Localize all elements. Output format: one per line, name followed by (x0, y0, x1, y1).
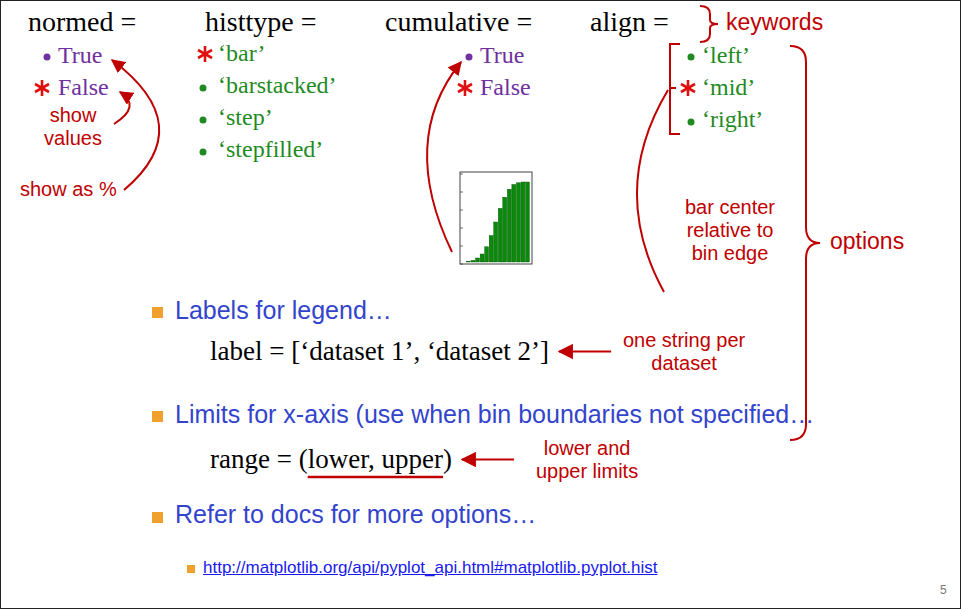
option-value: ‘mid’ (702, 74, 755, 102)
histogram-bar (498, 208, 502, 262)
values-curve (114, 92, 130, 124)
bullet (200, 85, 207, 92)
annotation: one string per dataset (619, 329, 749, 375)
code-line: label = [‘dataset 1’, ‘dataset 2’] (210, 336, 549, 367)
bullet (200, 117, 207, 124)
annotation: show as % (20, 178, 117, 201)
code-line: range = (lower, upper) (210, 444, 452, 475)
annotation: show values (36, 104, 110, 150)
histogram-bar (480, 254, 484, 262)
keyword: cumulative = (385, 6, 532, 38)
option-value: ‘bar’ (218, 40, 266, 68)
doc-link: http://matplotlib.org/api/pyplot_api.htm… (203, 558, 658, 578)
histogram-bar (503, 197, 507, 262)
cumulative-curve (427, 62, 461, 252)
histogram-bar (476, 258, 480, 262)
histogram-bar (525, 182, 529, 262)
histogram-bar (521, 182, 525, 262)
bullet (44, 54, 51, 61)
histogram-bar (516, 183, 520, 262)
align-bracket (670, 44, 680, 134)
pointer-arrow (462, 458, 514, 460)
histogram-bar (462, 262, 466, 263)
histogram-bar (489, 236, 493, 262)
keyword: normed = (28, 6, 136, 38)
option-value: True (480, 42, 524, 70)
default-star (198, 46, 212, 62)
bullet (688, 54, 695, 61)
option-value: True (58, 42, 102, 70)
keyword: histtype = (205, 6, 316, 38)
square-bullet (152, 307, 163, 318)
square-bullet (152, 411, 163, 422)
underline (308, 476, 443, 479)
annotation: lower and upper limits (522, 437, 652, 483)
cumulative-histogram (460, 172, 532, 264)
annotation: bar center relative to bin edge (672, 196, 788, 265)
histogram-bar (471, 260, 475, 262)
keyword: align = (590, 6, 669, 38)
bullet (200, 149, 207, 156)
histogram-bar (507, 189, 511, 262)
option-value: ‘left’ (702, 42, 750, 70)
histogram-bar (512, 184, 516, 262)
default-star (35, 80, 49, 96)
options-brace (790, 46, 820, 440)
bullet (688, 119, 695, 126)
default-star (681, 80, 695, 96)
histogram-bar (494, 222, 498, 262)
square-bullet (152, 512, 163, 523)
option-value: ‘right’ (702, 106, 763, 134)
group-label: keywords (726, 9, 823, 35)
option-value: False (58, 74, 109, 102)
align-curve (637, 90, 668, 292)
default-star (458, 80, 472, 96)
square-bullet (187, 565, 195, 573)
page-number: 5 (940, 584, 947, 598)
keywords-brace (700, 6, 718, 42)
histogram-bar (467, 261, 471, 263)
option-value: ‘barstacked’ (218, 72, 337, 100)
option-value: ‘step’ (218, 104, 273, 132)
histogram-bar (485, 247, 489, 262)
option-value: ‘stepfilled’ (218, 136, 323, 164)
bullet-heading: Labels for legend… (175, 296, 392, 325)
bullet-heading: Refer to docs for more options… (175, 500, 536, 529)
group-label: options (830, 228, 904, 254)
option-value: False (480, 74, 531, 102)
bullet-heading: Limits for x-axis (use when bin boundari… (175, 400, 814, 429)
pointer-arrow (559, 350, 611, 352)
percent-curve (112, 60, 159, 190)
bullet (466, 54, 473, 61)
